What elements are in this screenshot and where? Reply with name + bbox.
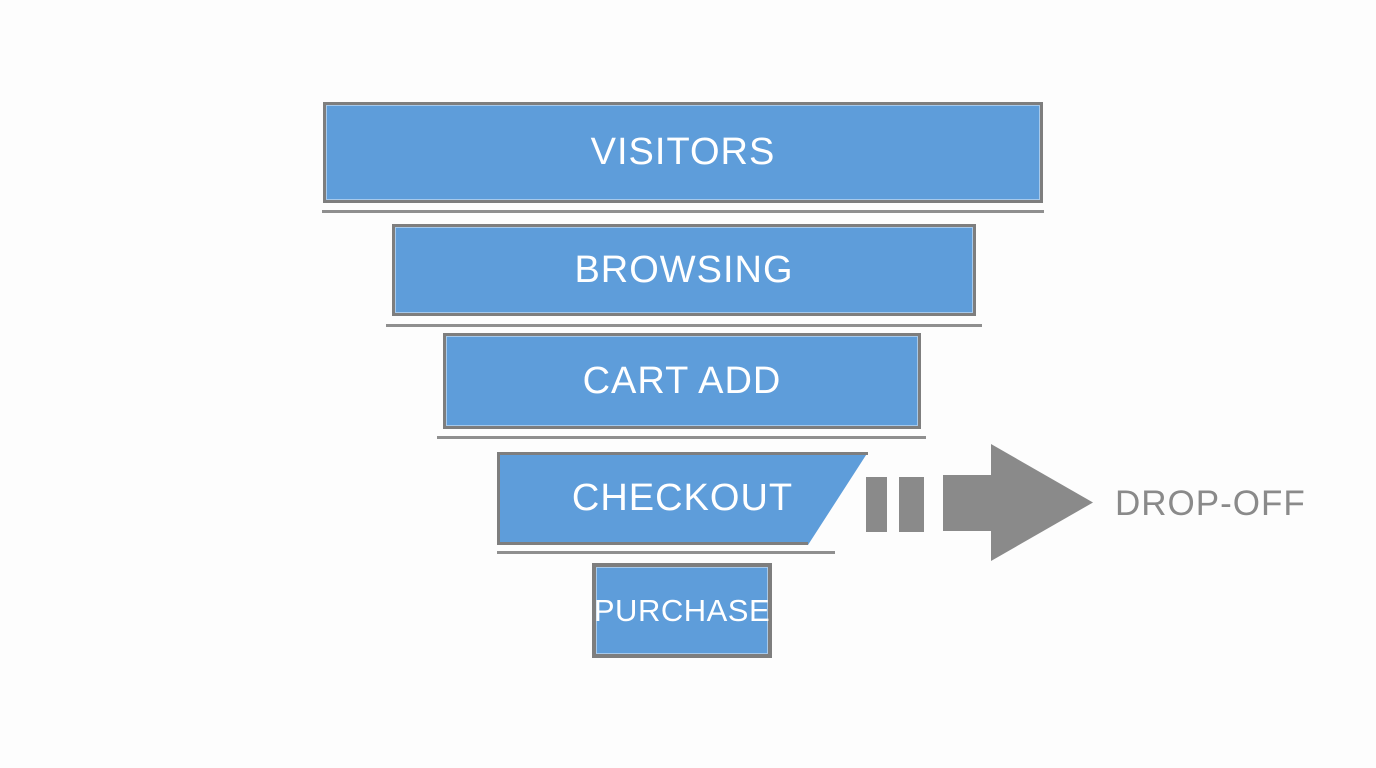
checkout-border-left xyxy=(497,452,500,545)
checkout-slanted-fill xyxy=(497,452,868,545)
stage-label-cart-add: CART ADD xyxy=(582,359,782,402)
stage-label-visitors: VISITORS xyxy=(590,131,776,173)
stage-label-purchase: PURCHASE xyxy=(593,592,771,628)
stage-label-checkout: CHECKOUT xyxy=(571,477,794,519)
drop-off-dash-1 xyxy=(866,477,887,532)
funnel-stage-browsing: BROWSING xyxy=(392,224,976,316)
drop-off-label: DROP-OFF xyxy=(1115,484,1306,523)
stage-label-browsing: BROWSING xyxy=(574,248,794,291)
checkout-border-bottom xyxy=(497,542,808,545)
checkout-border-top xyxy=(497,452,868,455)
funnel-stage-checkout: CHECKOUT xyxy=(497,452,868,545)
stage-divider-2 xyxy=(386,324,982,327)
funnel-stage-purchase: PURCHASE xyxy=(592,563,772,658)
stage-divider-1 xyxy=(322,210,1044,213)
stage-divider-4 xyxy=(497,551,835,554)
arrow-right-shaft xyxy=(943,475,992,531)
stage-divider-3 xyxy=(437,436,926,439)
funnel-stage-cart-add: CART ADD xyxy=(443,333,921,429)
funnel-stage-visitors: VISITORS xyxy=(323,102,1043,203)
arrow-right-icon xyxy=(991,444,1093,561)
drop-off-dash-2 xyxy=(899,477,924,532)
